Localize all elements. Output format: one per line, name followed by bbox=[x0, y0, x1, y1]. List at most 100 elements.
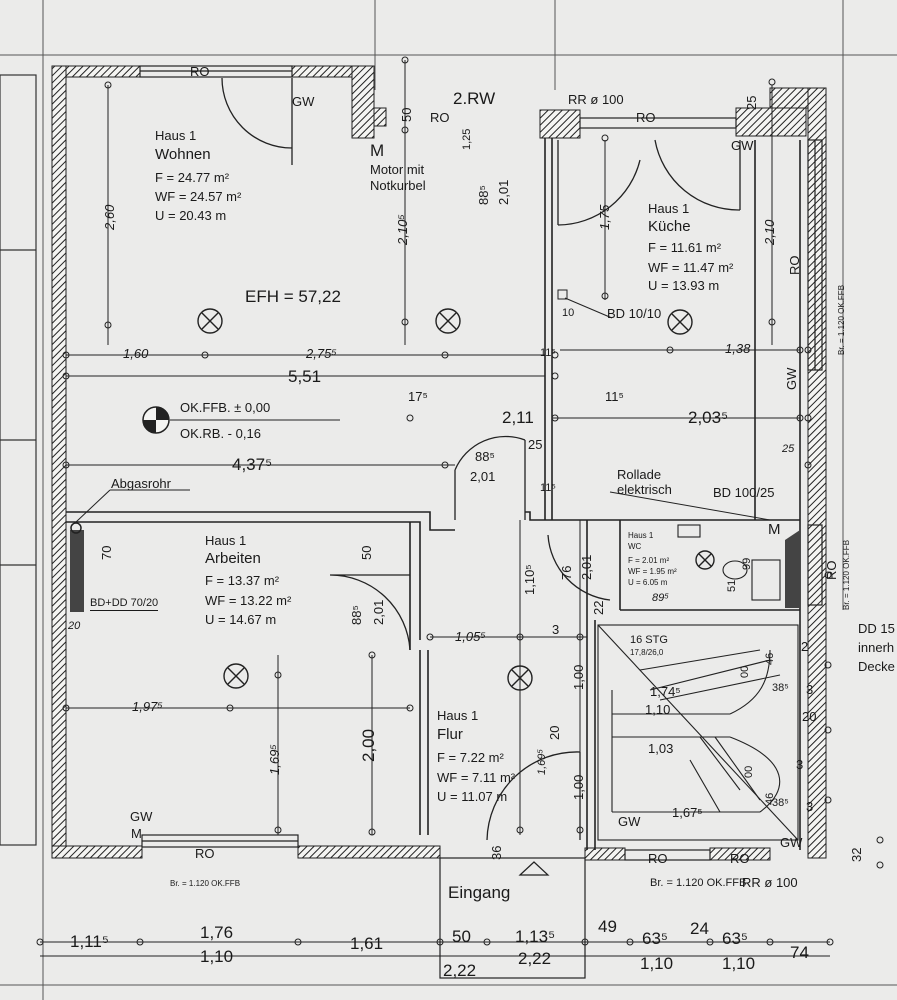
dim-115a: 11⁵ bbox=[540, 347, 556, 359]
label-motor-m: M bbox=[370, 141, 385, 160]
dim-4375: 4,37⁵ bbox=[232, 455, 273, 474]
label-efh: EFH = 57,22 bbox=[245, 287, 341, 306]
dim-50b: 50 bbox=[359, 545, 374, 560]
label-br-bottom-r: Br. = 1.120 OK.FFB bbox=[650, 877, 747, 889]
label-stg: 16 STG bbox=[630, 634, 668, 646]
room-name: WC bbox=[628, 542, 642, 551]
label-ro-bottom-2: RO bbox=[648, 851, 668, 866]
room-perimeter: U = 11.07 m bbox=[437, 789, 508, 804]
label-m-wc: M bbox=[768, 521, 781, 538]
dim-b49: 49 bbox=[598, 917, 617, 936]
dim-3r3: 3 bbox=[806, 799, 814, 814]
staircase bbox=[597, 624, 799, 841]
dim-b74: 74 bbox=[790, 943, 809, 962]
label-innerh: innerh bbox=[858, 640, 895, 655]
dim-50-top: 50 bbox=[399, 107, 414, 122]
dim-100b: 1,00 bbox=[571, 774, 586, 800]
shaft-fills bbox=[70, 530, 800, 612]
dim-138: 1,38 bbox=[725, 341, 751, 356]
dim-175v: 1,75 bbox=[597, 204, 612, 230]
room-house: Haus 1 bbox=[437, 708, 479, 723]
room-name: Flur bbox=[437, 726, 463, 743]
dim-25b: 25 bbox=[782, 443, 795, 455]
dim-200: 2,00 bbox=[359, 728, 378, 762]
dim-b635a: 63⁵ bbox=[642, 929, 668, 948]
dim-25-top: 25 bbox=[744, 95, 759, 110]
room-house: Haus 1 bbox=[628, 531, 654, 540]
interior-walls bbox=[66, 138, 801, 850]
label-bd-dd: BD+DD 70/20 bbox=[90, 597, 159, 611]
room-living-area: WF = 7.11 m² bbox=[437, 770, 516, 785]
dim-51: 51 bbox=[726, 579, 738, 592]
dim-201a: 2,01 bbox=[470, 469, 496, 484]
dim-46a: 46 bbox=[764, 652, 776, 665]
label-rollade-1: Rollade bbox=[617, 467, 662, 482]
label-rollade-2: elektrisch bbox=[617, 482, 672, 497]
level-marker-icon bbox=[142, 406, 340, 434]
dim-3r1: 3 bbox=[806, 682, 814, 697]
wc-fixtures bbox=[677, 524, 781, 601]
dim-b222b: 2,22 bbox=[518, 949, 552, 968]
neighbour-outline bbox=[0, 74, 37, 846]
leader-lines bbox=[75, 289, 771, 523]
label-motor-1: Motor mit bbox=[370, 162, 425, 177]
dim-25a: 25 bbox=[528, 437, 543, 452]
label-ro-mid: RO bbox=[430, 110, 450, 125]
dim-201c: 2,01 bbox=[371, 599, 386, 625]
dim-36: 36 bbox=[489, 845, 504, 860]
dim-201d: 2,01 bbox=[579, 554, 594, 580]
label-abgasrohr: Abgasrohr bbox=[111, 476, 171, 491]
dim-160: 1,60 bbox=[123, 346, 149, 361]
dim-895: 89⁵ bbox=[652, 592, 669, 604]
label-rr-top: RR ø 100 bbox=[568, 92, 624, 107]
label-okffb: OK.FFB. ± 0,00 bbox=[180, 400, 271, 415]
dim-201b: 2,01 bbox=[496, 179, 511, 205]
room-living-area: WF = 1.95 m² bbox=[628, 567, 677, 576]
dim-99: 99 bbox=[741, 557, 753, 570]
room-perimeter: U = 6.05 m bbox=[628, 578, 668, 587]
exterior-walls bbox=[51, 65, 827, 861]
room-area: F = 13.37 m² bbox=[205, 573, 280, 588]
dim-1105: 1,10⁵ bbox=[522, 564, 537, 595]
dim-1675: 1,67⁵ bbox=[672, 805, 703, 820]
label-ro-bottom: RO bbox=[195, 846, 215, 861]
label-ro-right: RO bbox=[787, 255, 802, 276]
label-gw-stair: GW bbox=[618, 814, 641, 829]
dim-211: 2,11 bbox=[502, 408, 534, 427]
dim-b176: 1,76 bbox=[200, 923, 234, 942]
dim-b161: 1,61 bbox=[350, 934, 384, 953]
room-area: F = 2.01 m² bbox=[628, 556, 670, 565]
windows bbox=[139, 65, 823, 861]
dim-b24: 24 bbox=[690, 919, 709, 938]
dim-2035: 2,03⁵ bbox=[688, 408, 729, 427]
dim-2755: 2,75⁵ bbox=[306, 346, 337, 361]
label-br-bottom: Br. = 1.120 OK.FFB bbox=[170, 879, 241, 888]
dim-1745: 1,74⁵ bbox=[650, 684, 681, 699]
room-living-area: WF = 13.22 m² bbox=[205, 593, 292, 608]
light-icon bbox=[197, 308, 223, 334]
label-eingang: Eingang bbox=[448, 883, 511, 902]
light-icon bbox=[695, 550, 715, 570]
label-ro-top-left: RO bbox=[190, 64, 210, 79]
dim-885a: 88⁵ bbox=[475, 449, 495, 464]
dim-20r: 20 bbox=[802, 709, 817, 724]
room-living-area: WF = 24.57 m² bbox=[155, 189, 242, 204]
dim-1055: 1,05⁵ bbox=[455, 629, 486, 644]
dim-885b: 88⁵ bbox=[476, 185, 491, 205]
dimension-ticks bbox=[36, 56, 884, 946]
label-ro-kitchen: RO bbox=[636, 110, 656, 125]
dim-46b: 46 bbox=[764, 792, 776, 805]
dim-885c: 88⁵ bbox=[349, 605, 364, 625]
dim-00a: 00 bbox=[739, 665, 751, 678]
dim-551: 5,51 bbox=[288, 367, 322, 386]
label-motor-2: Notkurbel bbox=[370, 178, 426, 193]
dim-2103: 2,10⁵ bbox=[395, 214, 410, 245]
label-rr-bottom: RR ø 100 bbox=[742, 875, 798, 890]
label-ro-right-2: RO bbox=[824, 560, 839, 581]
room-perimeter: U = 14.67 m bbox=[205, 612, 277, 627]
dim-1975: 1,97⁵ bbox=[132, 699, 163, 714]
dim-115b: 11⁵ bbox=[605, 389, 624, 404]
dim-103: 1,03 bbox=[648, 741, 674, 756]
dim-76: 76 bbox=[559, 565, 574, 580]
